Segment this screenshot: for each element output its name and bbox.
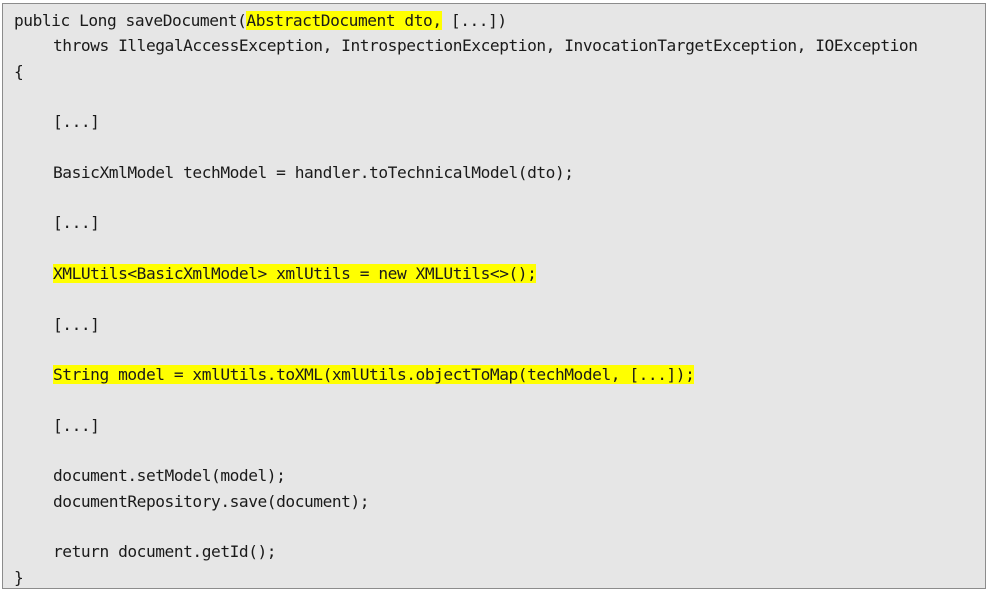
- code-line-ellipsis: [...]: [53, 314, 100, 334]
- code-line-blank: [14, 337, 985, 362]
- code-line-xmlutils: XMLUtils<BasicXmlModel> xmlUtils = new X…: [14, 261, 985, 286]
- code-line-blank: [14, 84, 985, 109]
- code-line-ellipsis: [...]: [53, 415, 100, 435]
- code-line-set-model: document.setModel(model);: [53, 466, 286, 486]
- code-line-blank: [14, 514, 985, 539]
- code-line-throws: throws IllegalAccessException, Introspec…: [53, 36, 918, 56]
- code-line-blank: [14, 286, 985, 311]
- signature-prefix: public Long saveDocument(: [14, 11, 247, 30]
- code-line-tech-model: BasicXmlModel techModel = handler.toTech…: [53, 162, 574, 182]
- code-line-blank: [14, 134, 985, 159]
- code-line-close-brace: }: [14, 567, 24, 587]
- signature-highlight: AbstractDocument dto,: [246, 11, 442, 30]
- code-line-model: String model = xmlUtils.toXML(xmlUtils.o…: [14, 362, 985, 387]
- code-line-save: documentRepository.save(document);: [53, 491, 370, 511]
- code-line-ellipsis: [...]: [53, 112, 100, 132]
- xmlutils-highlight: XMLUtils<BasicXmlModel> xmlUtils = new X…: [53, 263, 537, 283]
- code-line-blank: [14, 387, 985, 412]
- code-line-return: return document.getId();: [53, 542, 277, 562]
- code-line-blank: [14, 236, 985, 261]
- code-listing: public Long saveDocument(AbstractDocumen…: [2, 3, 986, 589]
- model-highlight: String model = xmlUtils.toXML(xmlUtils.o…: [53, 365, 695, 385]
- code-line-blank: [14, 185, 985, 210]
- signature-suffix: [...]): [441, 11, 507, 30]
- code-line-ellipsis: [...]: [53, 213, 100, 233]
- code-line-signature: public Long saveDocument(AbstractDocumen…: [14, 8, 985, 33]
- code-line-blank: [14, 438, 985, 463]
- code-line-open-brace: {: [14, 61, 24, 81]
